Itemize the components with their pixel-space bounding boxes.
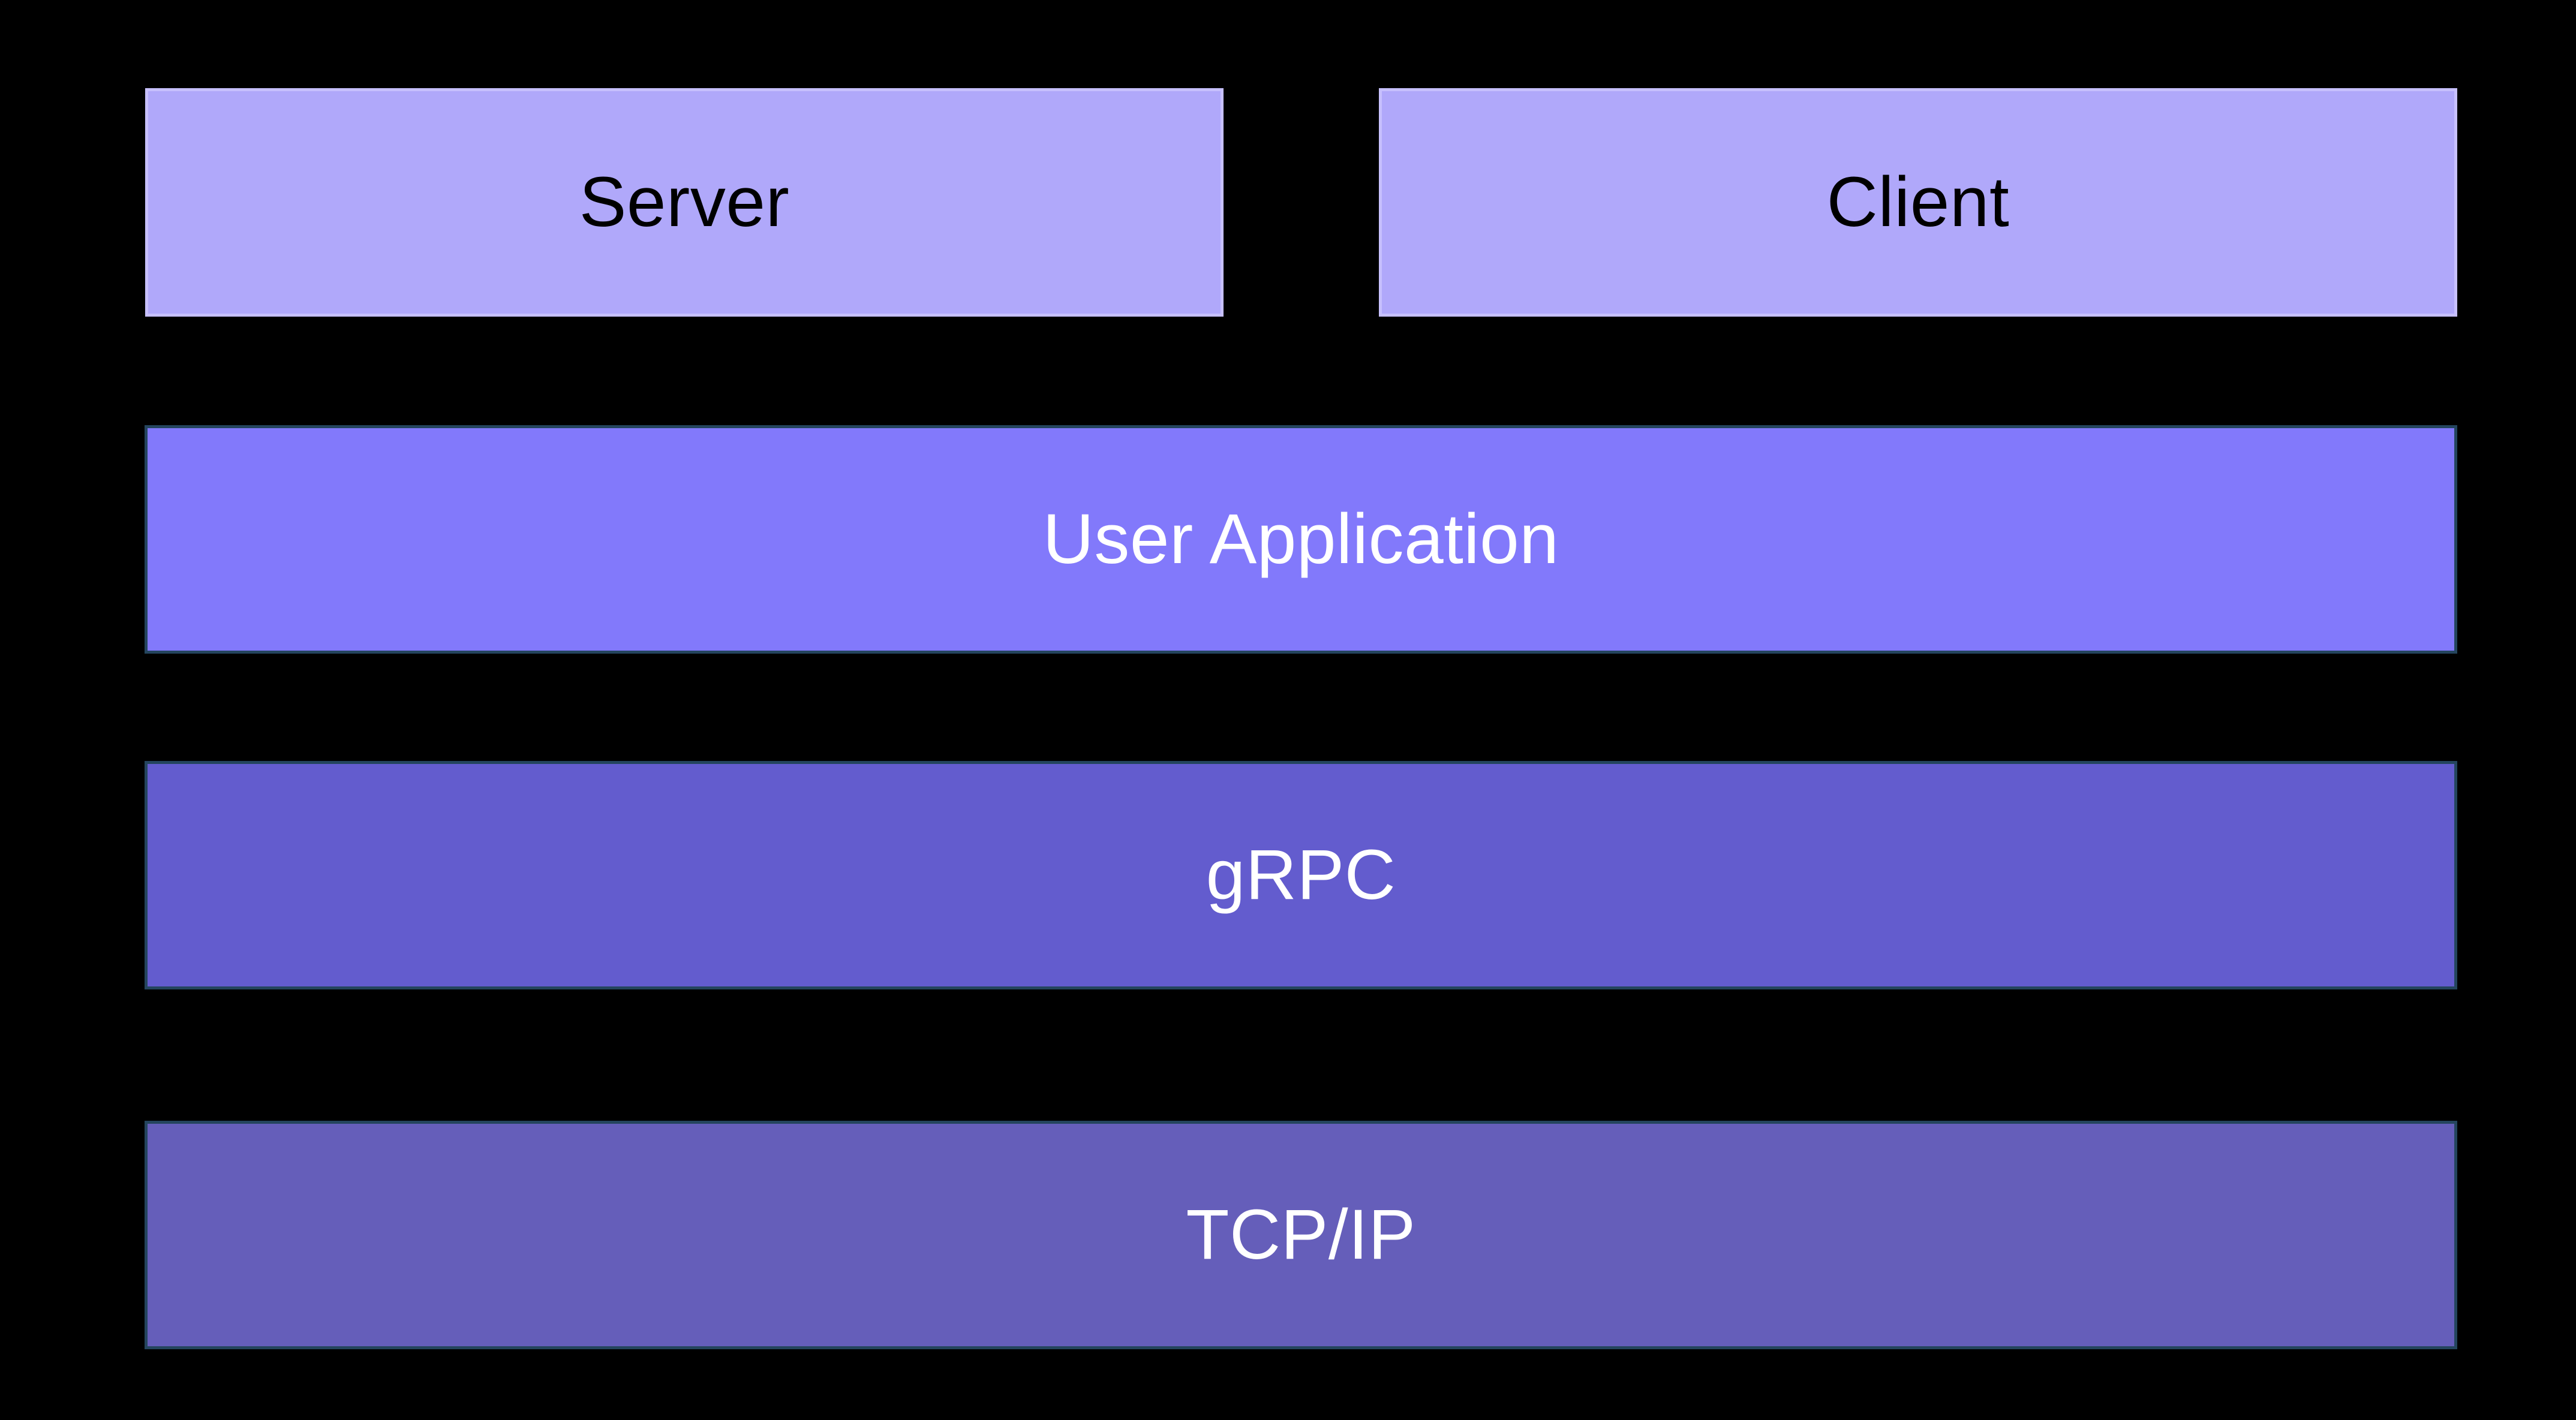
server-box: Server: [145, 88, 1224, 317]
grpc-layer: gRPC: [145, 761, 2457, 989]
tcpip-layer: TCP/IP: [145, 1121, 2457, 1349]
server-box-label: Server: [579, 162, 790, 242]
client-box: Client: [1379, 88, 2457, 317]
tcpip-layer-label: TCP/IP: [1186, 1195, 1416, 1274]
user-application-layer-label: User Application: [1042, 499, 1559, 579]
user-application-layer: User Application: [145, 425, 2457, 654]
grpc-layer-label: gRPC: [1206, 835, 1396, 914]
client-box-label: Client: [1826, 162, 2010, 242]
